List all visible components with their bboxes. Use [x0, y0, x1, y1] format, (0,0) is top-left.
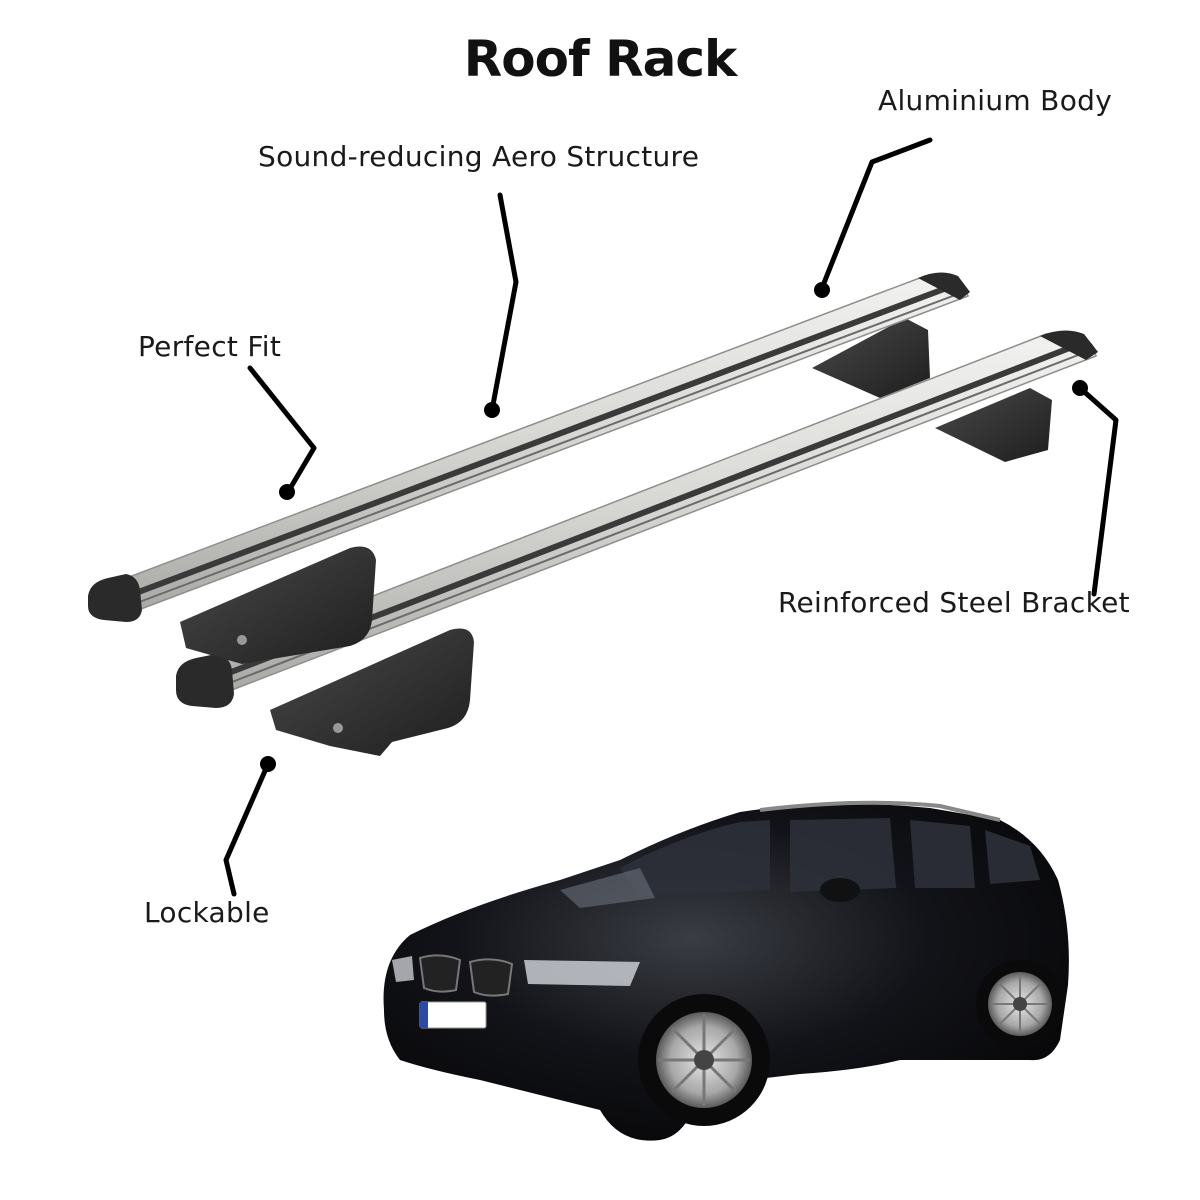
dot-steel — [1072, 380, 1088, 396]
leader-aluminium — [819, 137, 933, 291]
dot-aluminium — [814, 282, 830, 298]
rear-bracket-lower — [935, 388, 1052, 462]
leader-lines — [223, 137, 1119, 897]
leader-lock — [223, 761, 271, 897]
feature-label-aero: Sound-reducing Aero Structure — [258, 140, 700, 173]
station-wagon-car-illustration — [383, 800, 1069, 1141]
roof-bar-upper — [88, 272, 970, 622]
feature-label-aluminium: Aluminium Body — [878, 84, 1113, 117]
dot-aero — [484, 402, 500, 418]
feature-label-fit: Perfect Fit — [138, 330, 282, 363]
front-bracket-upper — [180, 546, 376, 664]
feature-label-lock: Lockable — [144, 896, 270, 929]
rear-bracket-upper — [812, 318, 930, 398]
page-title: Roof Rack — [463, 30, 738, 88]
dot-fit — [279, 484, 295, 500]
leader-steel — [1077, 385, 1119, 597]
feature-label-steel: Reinforced Steel Bracket — [778, 586, 1130, 619]
leader-fit — [247, 365, 317, 495]
leader-aero — [489, 192, 519, 413]
leader-dots — [260, 282, 1088, 772]
front-bracket-lower — [270, 628, 474, 756]
dot-lock — [260, 756, 276, 772]
